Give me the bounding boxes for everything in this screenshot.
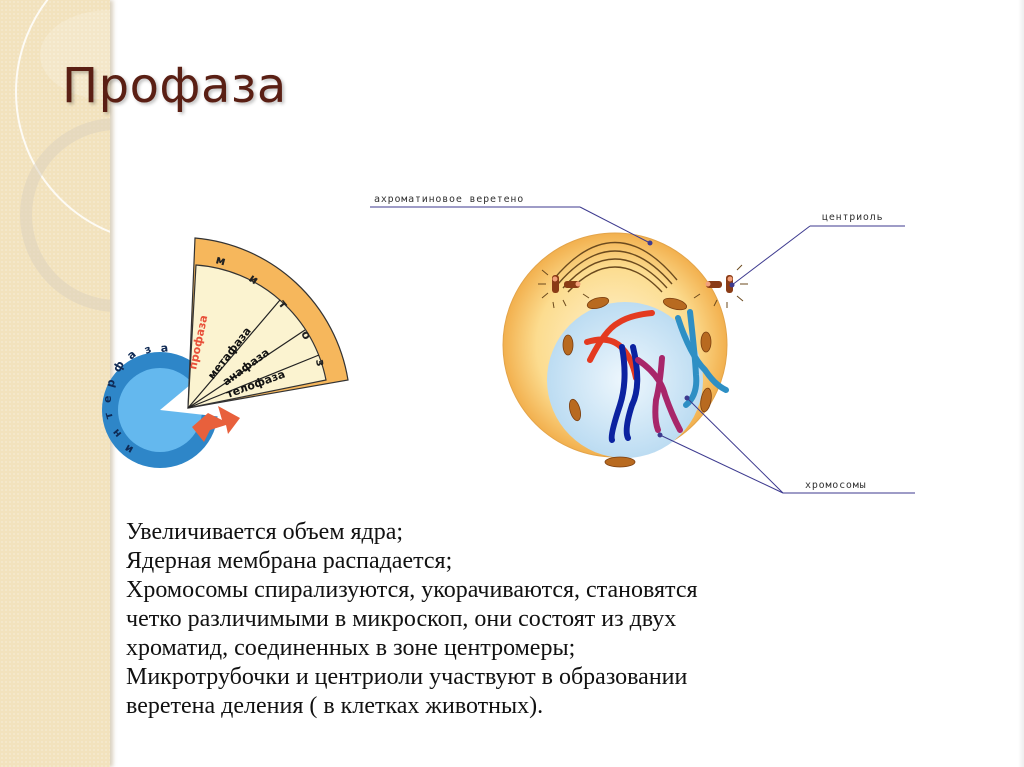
interphase-letter-4: е <box>101 396 114 403</box>
prophase-description: Увеличивается объем ядра; Ядерная мембра… <box>126 518 966 721</box>
centriole-right <box>705 275 733 293</box>
label-centriole: центриоль <box>822 212 883 223</box>
mitosis-sectors <box>187 237 349 409</box>
label-leaders <box>370 206 915 494</box>
text-line-7: веретена деления ( в клетках животных). <box>126 693 544 719</box>
interphase-letter-8: з <box>143 342 153 356</box>
centriole-left <box>552 275 581 293</box>
label-dots <box>647 240 735 438</box>
text-line-3: Хромосомы спирализуются, укорачиваются, … <box>126 577 698 603</box>
slide-title: Профаза <box>62 58 287 114</box>
membrane-fragments <box>562 296 712 468</box>
text-line-6: Микротрубочки и центриоли участвуют в об… <box>126 664 688 690</box>
decorative-sidebar <box>0 0 110 767</box>
text-line-5: хроматид, соединенных в зоне центромеры; <box>126 635 576 661</box>
aster-rays <box>538 264 748 309</box>
interphase-letter-9: а <box>160 341 169 355</box>
cell-prophase-diagram: ахроматиновое веретено центриоль хромосо… <box>370 194 915 494</box>
interphase-letter-3: т <box>102 410 116 420</box>
mitosis-cycle-diagram: м и т о з профаза метафаза анафаза телоф… <box>101 237 349 468</box>
band-letter-1: м <box>214 252 227 268</box>
chromosomes <box>584 309 729 443</box>
text-line-4: четко различимыми в микроскоп, они состо… <box>126 606 677 632</box>
text-line-1: Увеличивается объем ядра; <box>126 519 404 545</box>
label-chromosomes: хромосомы <box>805 480 866 491</box>
label-spindle: ахроматиновое веретено <box>374 194 524 205</box>
text-line-2: Ядерная мембрана распадается; <box>126 548 453 574</box>
band-letter-5: з <box>313 358 328 367</box>
right-edge-shade <box>1018 0 1024 767</box>
red-arrow-icon <box>192 406 240 442</box>
interphase-letter-5: р <box>103 378 118 389</box>
